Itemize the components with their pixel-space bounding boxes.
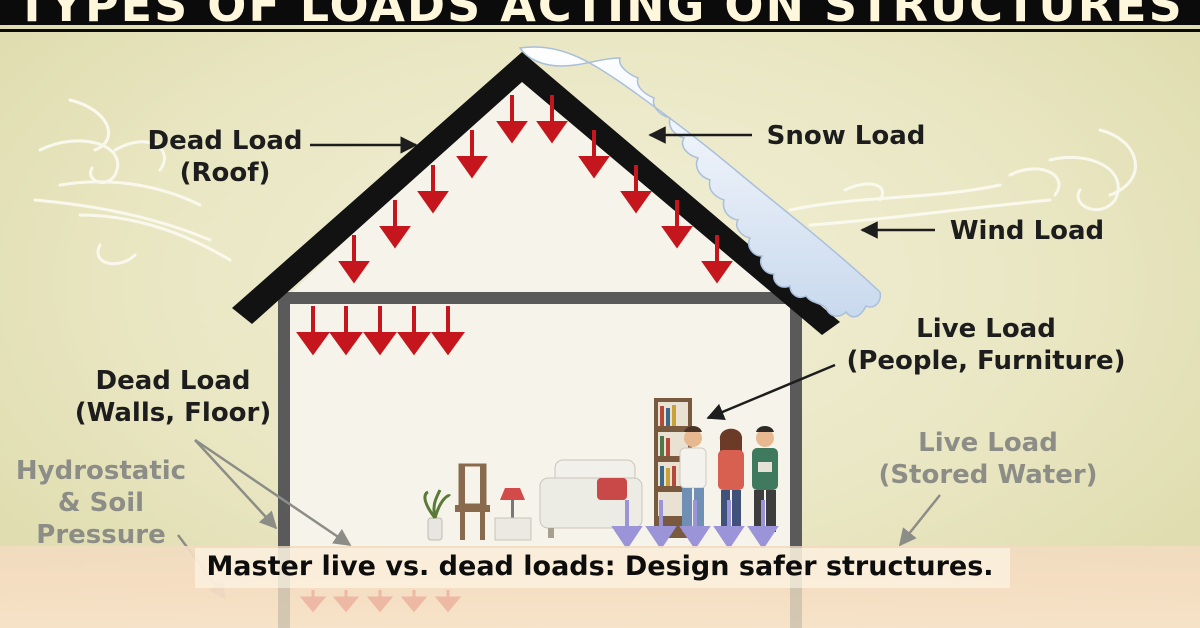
red-arrow [431, 306, 465, 356]
red-arrow [578, 130, 610, 179]
red-arrow [296, 306, 330, 356]
label-dead-load-walls: Dead Load (Walls, Floor) [62, 365, 284, 429]
red-arrow [329, 306, 363, 356]
purple-arrow [713, 500, 745, 550]
label-wind-load: Wind Load [942, 215, 1112, 247]
left-wall [278, 292, 290, 560]
label-dead-load-roof: Dead Load (Roof) [140, 125, 310, 189]
ceiling-beam [278, 292, 802, 304]
title-bar: TYPES OF LOADS ACTING ON STRUCTURES [0, 0, 1200, 25]
chair-icon [455, 463, 490, 540]
purple-arrow [645, 500, 677, 550]
label-line: & Soil [57, 488, 145, 518]
label-line: (Roof) [179, 158, 271, 188]
red-arrow [417, 165, 449, 214]
wind-swirl-icon [788, 128, 1137, 227]
faded-arrow [366, 590, 394, 613]
plant-icon [423, 489, 452, 541]
label-snow-load: Snow Load [758, 120, 934, 152]
red-arrow [661, 200, 693, 249]
wind-swirl-icon [33, 98, 232, 266]
label-line: Pressure [36, 520, 166, 550]
lamp-icon [494, 488, 532, 541]
snow-cap-icon [518, 46, 882, 318]
people-icon [679, 426, 778, 532]
pointer-live-water [898, 494, 941, 547]
sofa-icon [539, 459, 643, 538]
foundation-arrows [299, 590, 462, 613]
red-arrow [456, 130, 488, 179]
label-line: Snow Load [766, 121, 926, 151]
label-line: Hydrostatic [15, 456, 187, 486]
label-line: (Stored Water) [878, 460, 1098, 490]
red-arrow [379, 200, 411, 249]
red-arrow [397, 306, 431, 356]
label-line: Live Load [918, 428, 1058, 458]
red-arrow [363, 306, 397, 356]
faded-arrow [400, 590, 428, 613]
roof-dead-load-arrows [338, 95, 733, 284]
pointer-live-people [706, 363, 836, 421]
page-title: TYPES OF LOADS ACTING ON STRUCTURES [0, 0, 1200, 25]
purple-arrow [679, 500, 711, 550]
purple-arrow [747, 500, 779, 550]
label-live-load-water: Live Load (Stored Water) [868, 427, 1108, 491]
red-arrow [701, 235, 733, 284]
red-arrow [536, 95, 568, 144]
purple-arrow [611, 500, 643, 550]
title-underline [0, 29, 1200, 32]
label-line: Wind Load [949, 216, 1105, 246]
label-hydrostatic-soil: Hydrostatic & Soil Pressure [10, 455, 192, 551]
live-load-arrows [611, 500, 779, 550]
red-arrow [620, 165, 652, 214]
pointer-dead-wall [194, 439, 278, 530]
pointer-arrows [176, 126, 941, 600]
right-wall [790, 292, 802, 560]
ceiling-dead-load-arrows [296, 306, 465, 356]
red-arrow [496, 95, 528, 144]
caption-text: Master live vs. dead loads: Design safer… [206, 551, 994, 582]
faded-arrow [434, 590, 462, 613]
label-line: Dead Load [147, 126, 303, 156]
pointer-dead-floor [194, 438, 352, 547]
label-line: Dead Load [95, 366, 251, 396]
label-line: (People, Furniture) [846, 346, 1126, 376]
faded-arrow [332, 590, 360, 613]
red-arrow [338, 235, 370, 284]
caption-background [195, 548, 1010, 588]
faded-arrow [299, 590, 327, 613]
label-line: (Walls, Floor) [74, 398, 272, 428]
label-line: Live Load [916, 314, 1056, 344]
label-live-load-people: Live Load (People, Furniture) [836, 313, 1136, 377]
